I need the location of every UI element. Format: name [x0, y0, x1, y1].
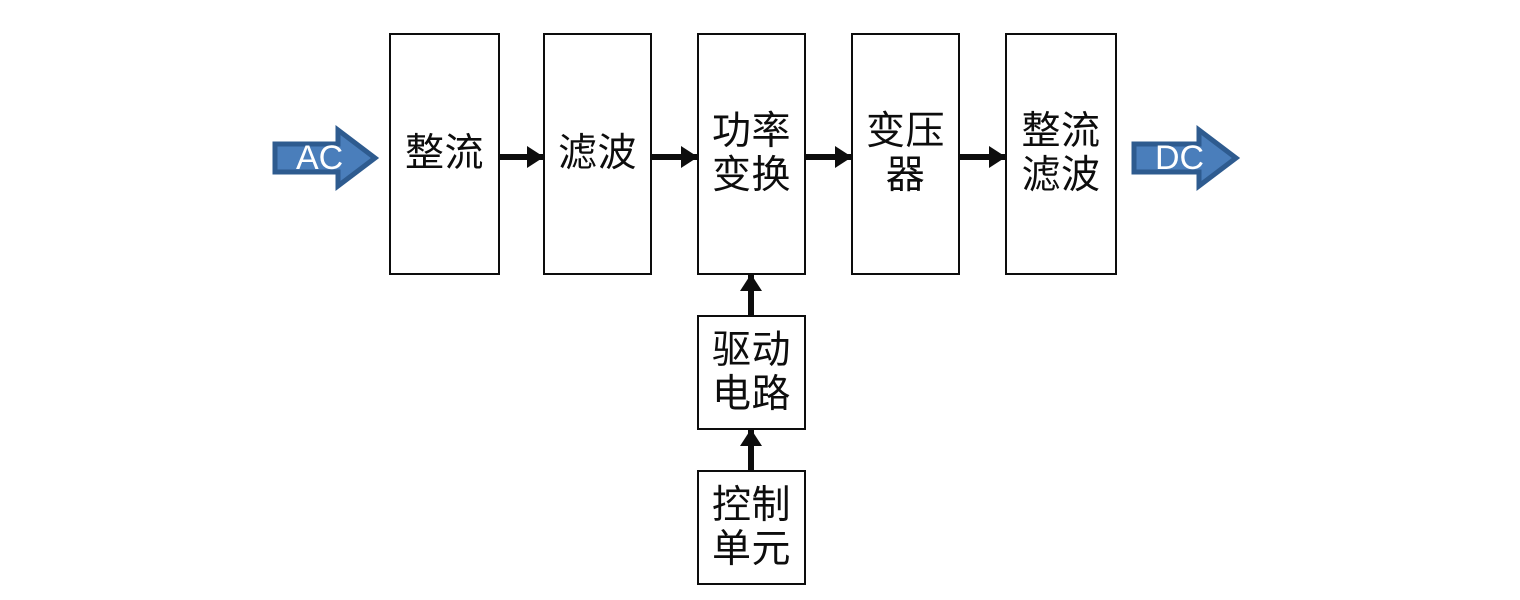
block-rect-filter[interactable]: 整流 滤波 [1005, 33, 1117, 275]
connector-power-conversion-to-transformer-arrow-icon [806, 154, 851, 160]
block-control-unit-label: 控制 单元 [711, 483, 791, 571]
block-drive-circuit-label: 驱动 电路 [711, 328, 791, 416]
block-filter-label: 滤波 [557, 132, 637, 176]
connector-drive-to-power-conversion-arrow-icon [748, 275, 754, 315]
block-power-conversion[interactable]: 功率 变换 [697, 33, 806, 275]
block-rectifier[interactable]: 整流 [389, 33, 500, 275]
block-transformer-label: 变压 器 [865, 110, 945, 197]
ac-input-arrow[interactable]: AC [272, 124, 380, 192]
block-rect-filter-label: 整流 滤波 [1021, 110, 1101, 197]
block-transformer[interactable]: 变压 器 [851, 33, 960, 275]
block-filter[interactable]: 滤波 [543, 33, 652, 275]
connector-control-to-drive-arrow-icon [748, 430, 754, 470]
connector-rectifier-to-filter-arrow-icon [500, 154, 543, 160]
connector-transformer-to-rect-filter-arrow-icon [960, 154, 1005, 160]
block-drive-circuit[interactable]: 驱动 电路 [697, 315, 806, 430]
block-rectifier-label: 整流 [404, 132, 484, 176]
block-power-conversion-label: 功率 变换 [711, 110, 791, 197]
dc-output-arrow[interactable]: DC [1131, 124, 1241, 192]
block-control-unit[interactable]: 控制 单元 [697, 470, 806, 585]
connector-filter-to-power-conversion-arrow-icon [652, 154, 697, 160]
